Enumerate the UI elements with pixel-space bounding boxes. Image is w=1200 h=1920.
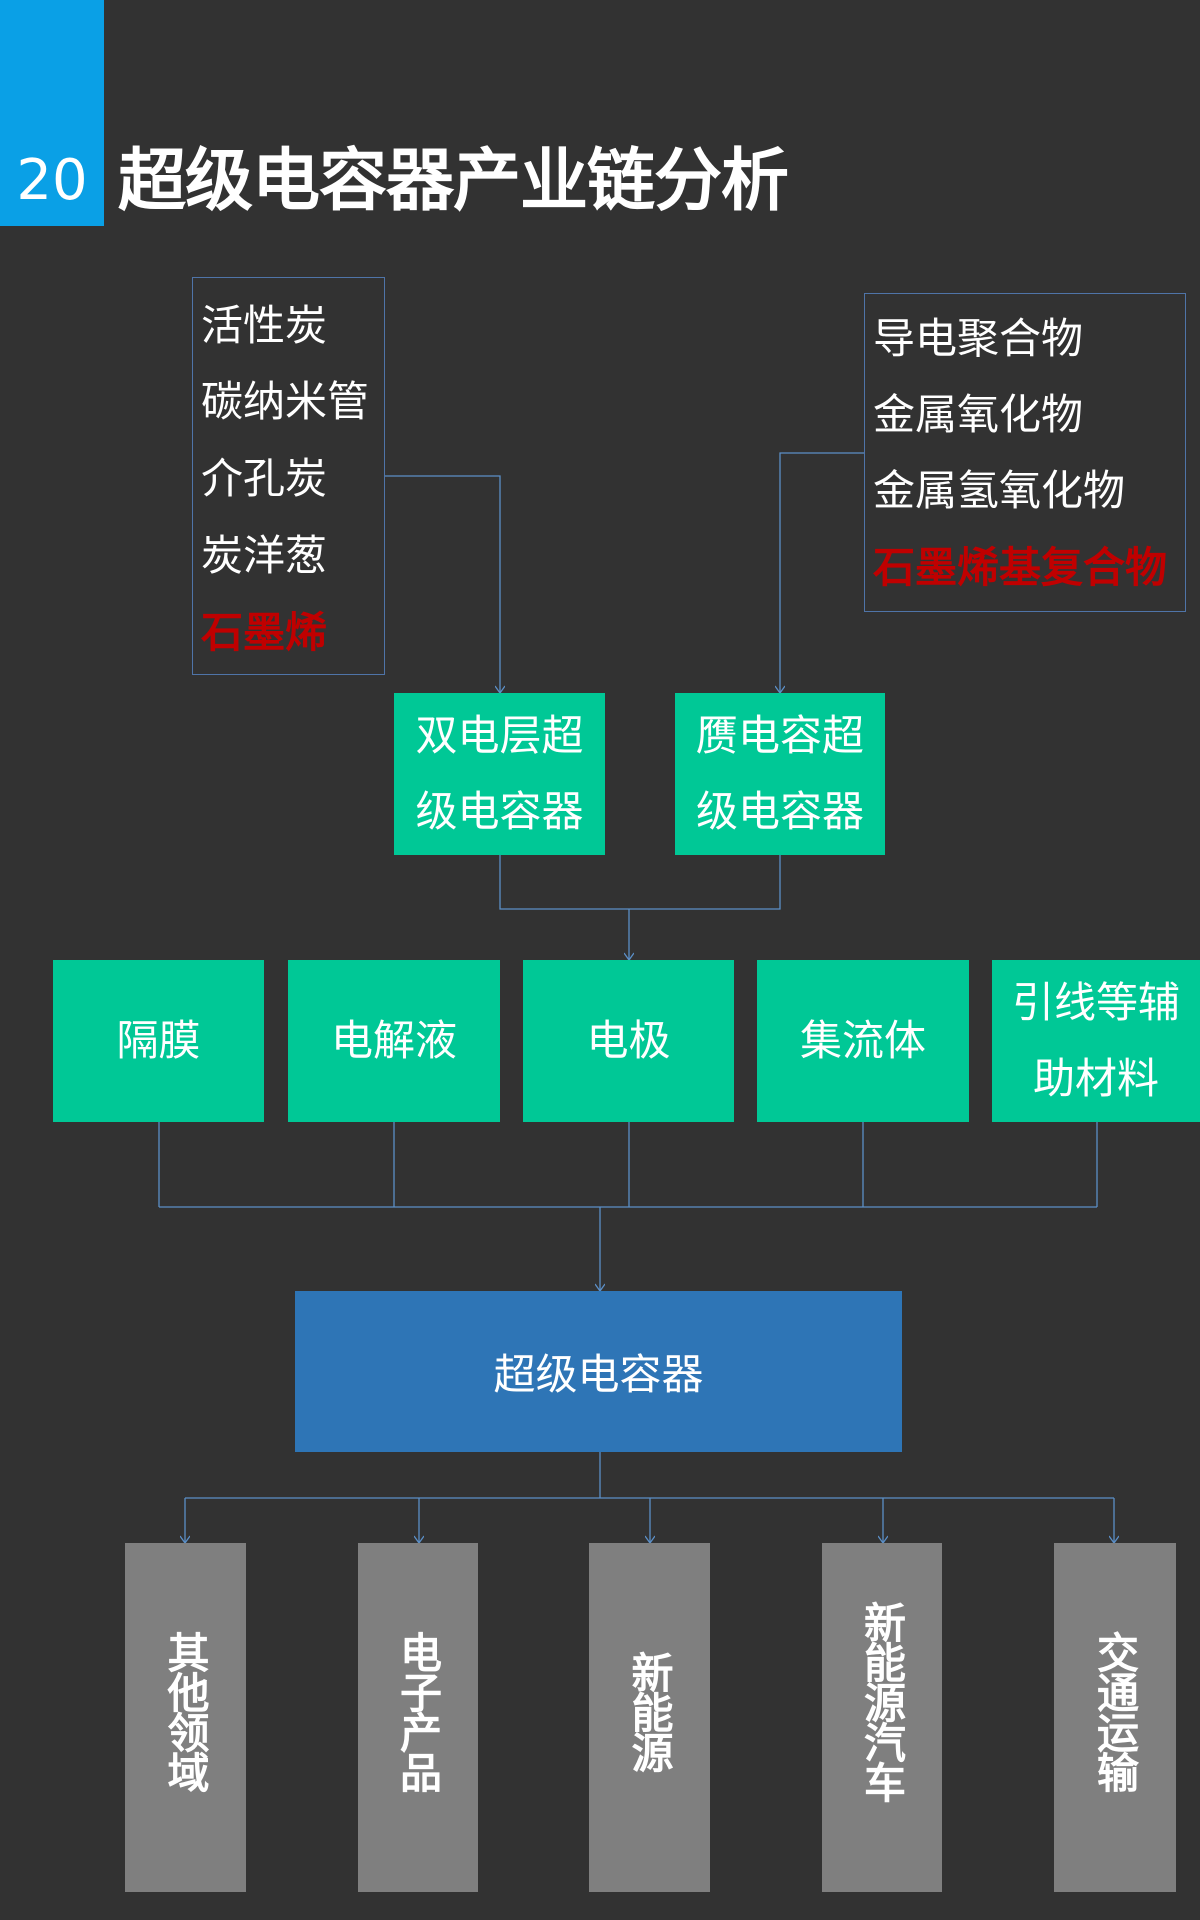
application-new-energy: 新能源 (589, 1543, 710, 1892)
box-label-line: 级电容器 (695, 787, 864, 836)
application-other: 其他领域 (125, 1543, 246, 1892)
material-item: 导电聚合物 (873, 314, 1084, 363)
box-label-line: 赝电容超 (695, 711, 864, 760)
material-item-highlight: 石墨烯基复合物 (873, 543, 1168, 592)
pseudo-materials-box: 导电聚合物 金属氧化物 金属氢氧化物 石墨烯基复合物 (864, 293, 1186, 612)
application-label: 新能源 (625, 1651, 674, 1771)
component-auxiliary: 引线等辅 助材料 (992, 960, 1200, 1122)
material-item: 活性炭 (201, 301, 328, 350)
product-label: 超级电容器 (493, 1350, 704, 1399)
section-number: 20 (16, 148, 88, 213)
application-nev: 新能源汽车 (822, 1543, 942, 1892)
component-label: 隔膜 (116, 1016, 201, 1065)
component-electrode: 电极 (523, 960, 734, 1122)
material-item: 金属氧化物 (873, 390, 1084, 439)
application-label: 电子产品 (393, 1631, 443, 1791)
component-label-line: 引线等辅 (1011, 978, 1180, 1027)
component-label: 电解液 (330, 1016, 457, 1065)
component-label: 集流体 (799, 1016, 926, 1065)
supercapacitor-box: 超级电容器 (295, 1291, 902, 1452)
material-item-highlight: 石墨烯 (201, 608, 328, 657)
edlc-capacitor-box: 双电层超 级电容器 (394, 693, 605, 855)
component-label-line: 助材料 (1032, 1054, 1159, 1103)
application-label: 其他领域 (161, 1631, 210, 1791)
material-item: 介孔炭 (201, 454, 328, 503)
component-label: 电极 (586, 1016, 671, 1065)
application-electronics: 电子产品 (358, 1543, 478, 1892)
box-label-line: 双电层超 (415, 711, 584, 760)
page-title: 超级电容器产业链分析 (118, 142, 789, 221)
material-item: 炭洋葱 (201, 531, 328, 580)
application-label: 新能源汽车 (857, 1601, 907, 1801)
material-item: 碳纳米管 (201, 377, 370, 426)
application-label: 交通运输 (1090, 1631, 1140, 1791)
component-electrolyte: 电解液 (288, 960, 500, 1122)
component-separator: 隔膜 (53, 960, 264, 1122)
material-item: 金属氢氧化物 (873, 466, 1126, 515)
pseudo-capacitor-box: 赝电容超 级电容器 (675, 693, 885, 855)
section-number-box (0, 0, 104, 226)
application-transportation: 交通运输 (1054, 1543, 1176, 1892)
component-current-collector: 集流体 (757, 960, 969, 1122)
box-label-line: 级电容器 (415, 787, 584, 836)
edlc-materials-box: 活性炭 碳纳米管 介孔炭 炭洋葱 石墨烯 (192, 277, 385, 675)
